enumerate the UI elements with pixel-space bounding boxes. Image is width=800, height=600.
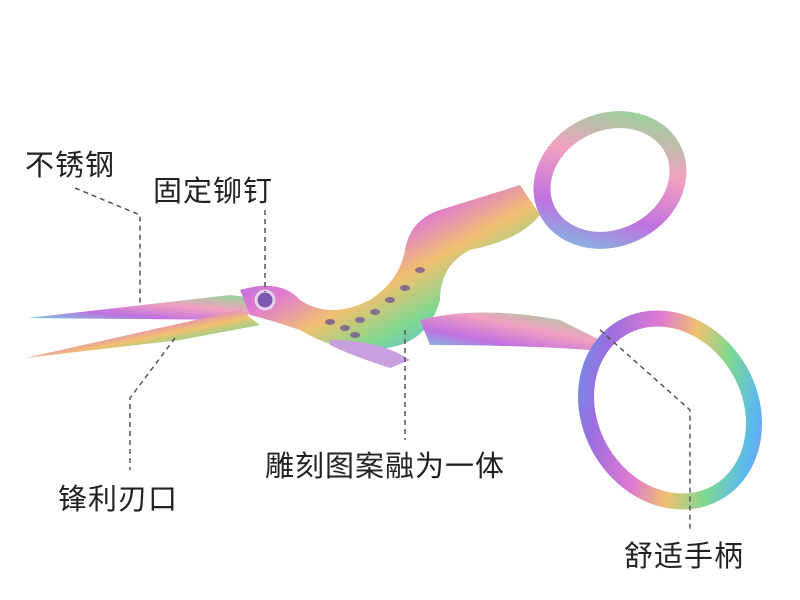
label-stainless-steel: 不锈钢 xyxy=(25,148,116,182)
label-engraved-pattern: 雕刻图案融为一体 xyxy=(265,449,506,483)
label-fixed-rivet: 固定铆钉 xyxy=(153,174,274,208)
label-comfortable-handle: 舒适手柄 xyxy=(624,539,745,573)
label-sharp-blade: 锋利刃口 xyxy=(58,482,179,516)
rivet-icon xyxy=(254,289,276,311)
scissors xyxy=(25,111,763,510)
callout-lines xyxy=(74,187,691,532)
